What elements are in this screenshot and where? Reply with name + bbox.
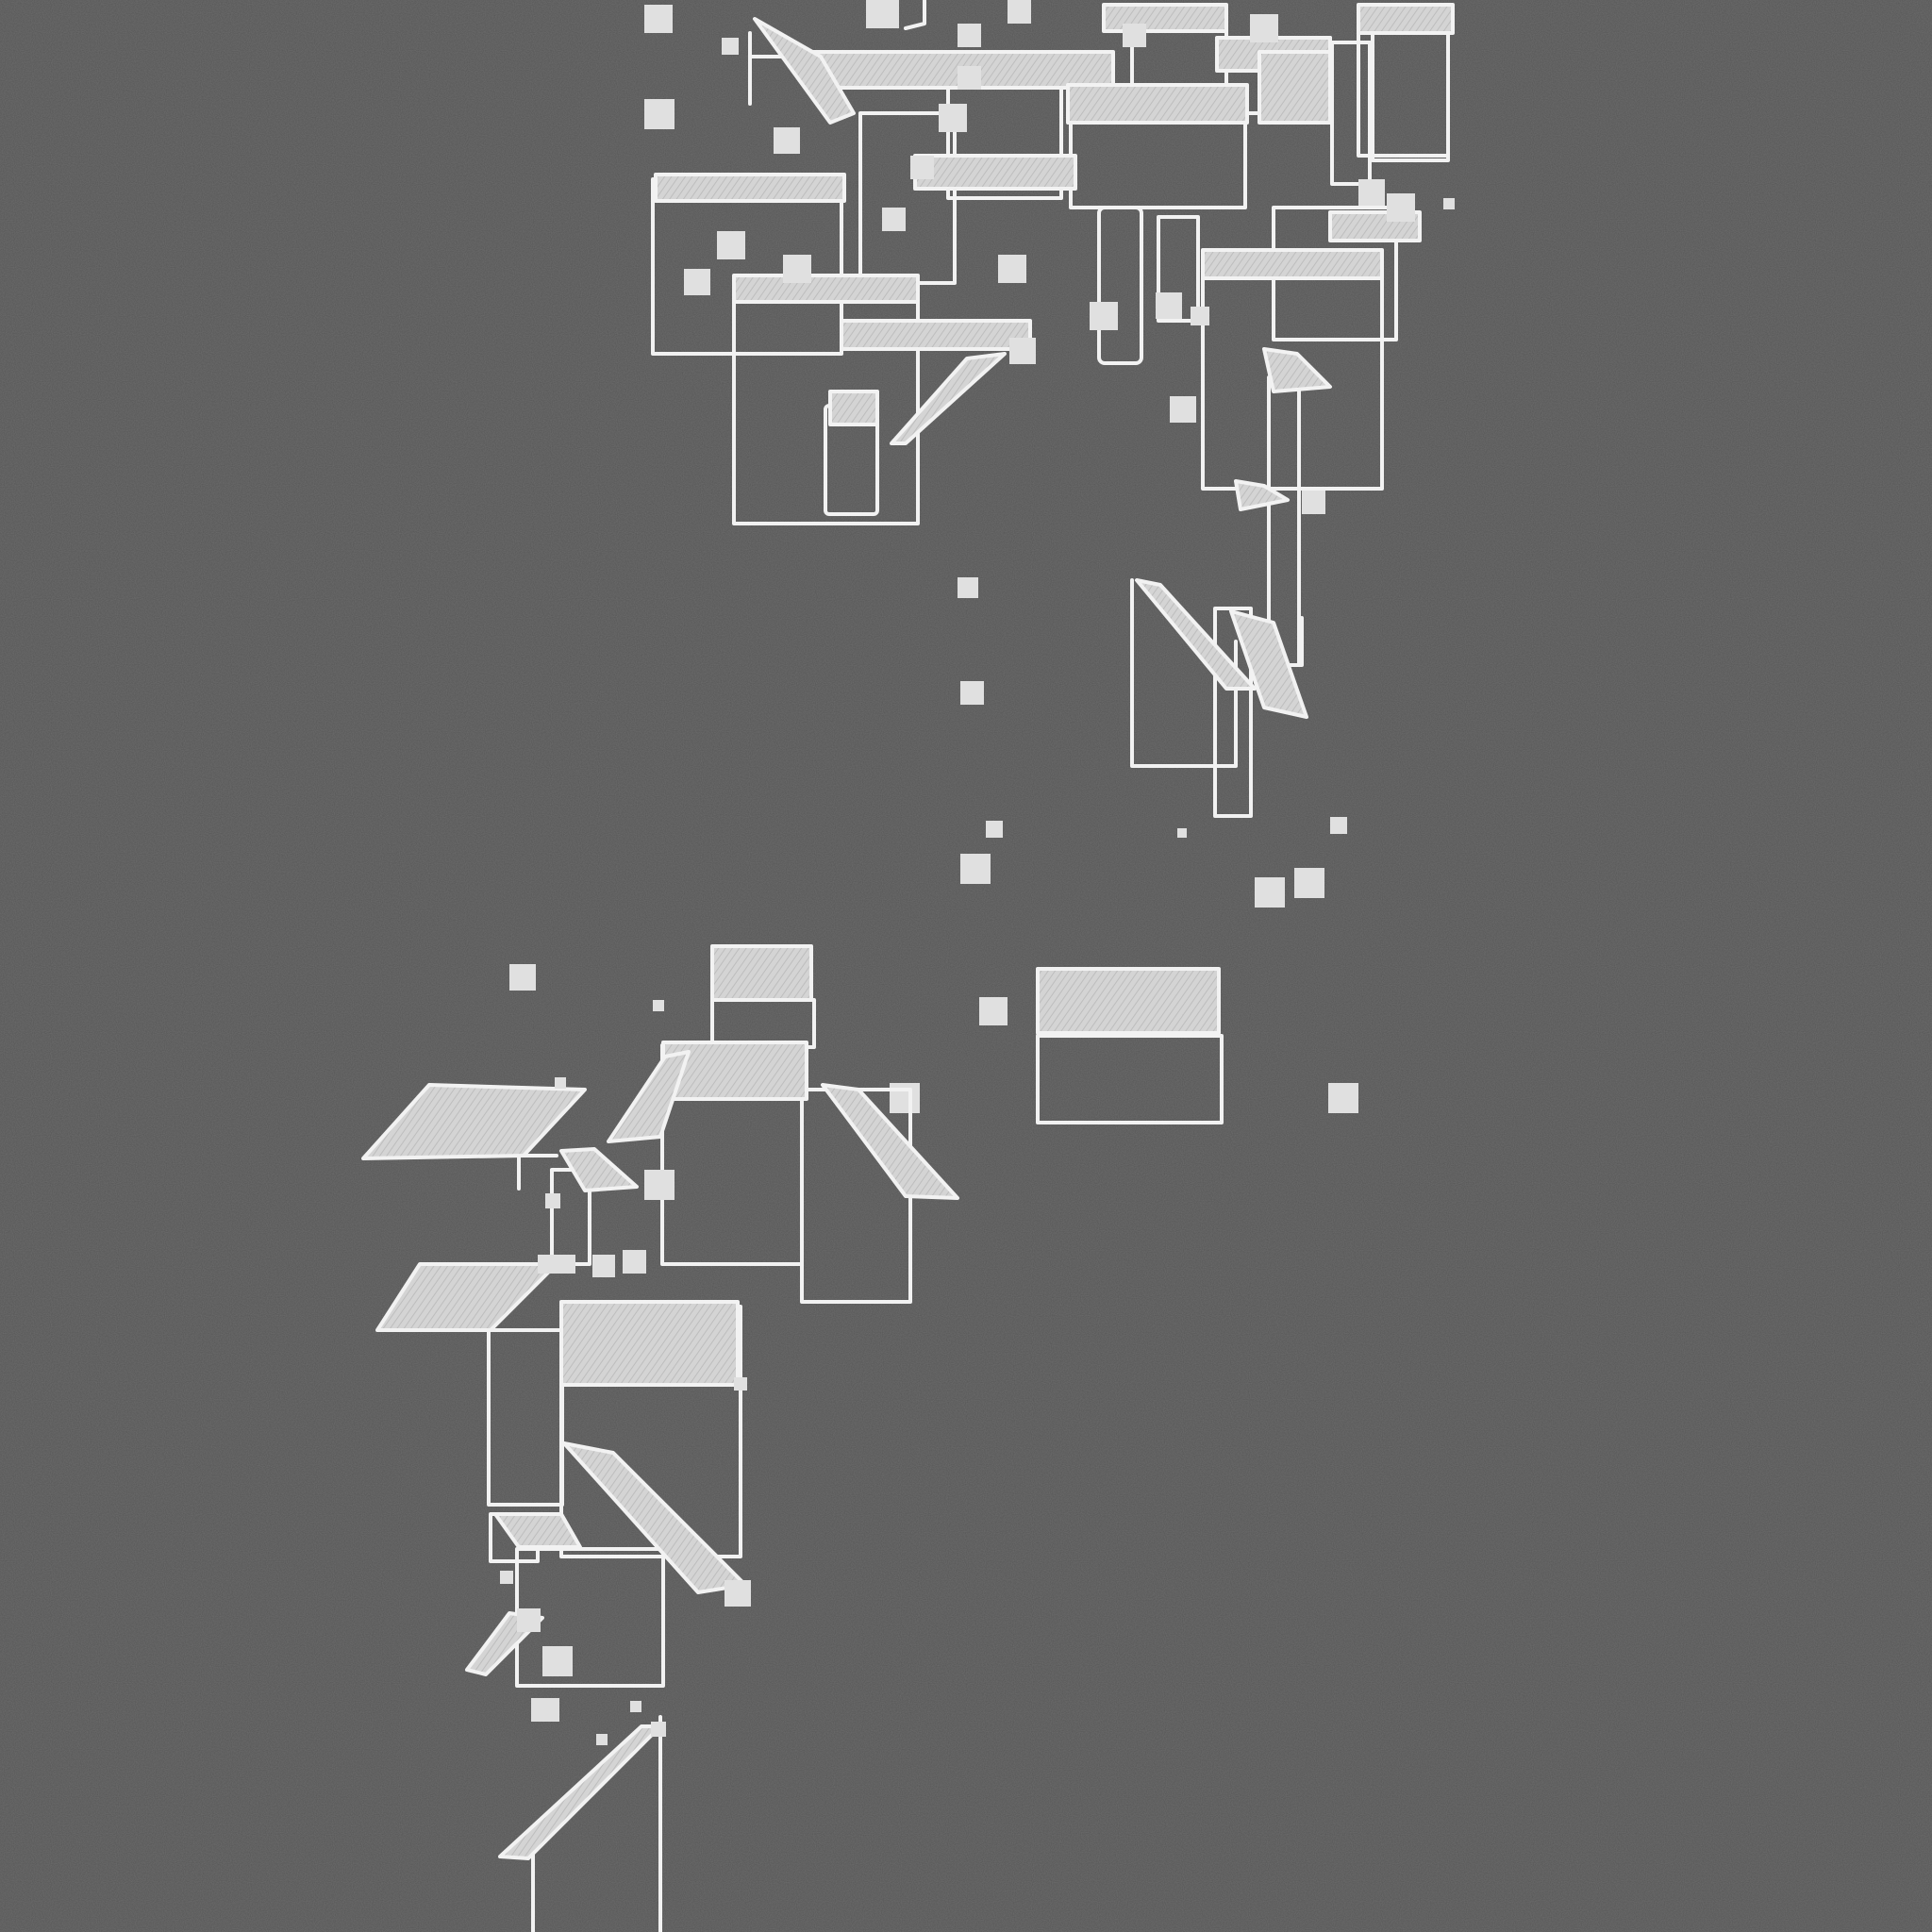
square: [774, 127, 800, 154]
square: [509, 964, 536, 991]
lid-flap: [361, 1083, 587, 1160]
square: [958, 577, 978, 598]
lid-flap: [1135, 578, 1257, 691]
square: [1294, 868, 1324, 898]
square: [1330, 817, 1347, 834]
square: [1090, 302, 1118, 330]
lid-strip: [1102, 3, 1228, 33]
square: [1170, 396, 1196, 423]
box-outline: [1130, 578, 1238, 768]
square: [1358, 179, 1385, 206]
lid-strip: [559, 1300, 740, 1387]
square: [644, 1170, 675, 1200]
square: [1177, 828, 1187, 838]
square: [517, 1608, 541, 1632]
lower-scatter-squares: [500, 964, 751, 1745]
square: [866, 0, 899, 28]
square: [1328, 1083, 1358, 1113]
square: [542, 1646, 573, 1676]
square: [1123, 24, 1146, 47]
lid-strip: [828, 390, 879, 426]
square: [724, 1580, 751, 1607]
square: [531, 1698, 559, 1722]
square: [1191, 307, 1209, 325]
square: [958, 66, 981, 90]
box: [1097, 206, 1143, 365]
square: [630, 1701, 641, 1712]
lid-strip: [732, 274, 920, 304]
square: [596, 1734, 608, 1745]
lid-strip: [1066, 83, 1249, 125]
square: [545, 1193, 560, 1208]
square: [1443, 198, 1455, 209]
square: [653, 1000, 664, 1011]
square: [939, 104, 967, 132]
square: [500, 1571, 513, 1584]
square: [555, 1077, 566, 1089]
lid-flap: [493, 1512, 582, 1549]
square: [986, 821, 1003, 838]
lid-strip: [710, 944, 813, 1002]
lid-strip: [840, 319, 1032, 351]
box-outline: [1371, 8, 1450, 162]
square: [734, 1377, 747, 1391]
square: [684, 269, 710, 295]
lid-flap: [1262, 347, 1332, 393]
lid-flap: [607, 1050, 691, 1143]
lid-strip: [913, 154, 1077, 191]
lid-strip: [654, 173, 846, 203]
lid-strip: [1036, 967, 1221, 1035]
box: [1157, 215, 1200, 323]
lid-flap: [1234, 479, 1290, 511]
lid-flap: [559, 1147, 639, 1192]
square: [557, 1255, 575, 1274]
square: [623, 1250, 646, 1274]
lid-flap: [753, 17, 856, 125]
middle-box: [890, 967, 1358, 1124]
box: [1036, 1034, 1224, 1124]
lid-strip: [1201, 248, 1384, 280]
square: [958, 24, 981, 47]
square: [910, 156, 934, 179]
box: [1213, 607, 1253, 818]
lid-flap: [375, 1262, 558, 1332]
square: [1387, 193, 1415, 222]
lid-strip: [1257, 50, 1332, 125]
square: [1156, 292, 1182, 319]
box-outline: [904, 0, 926, 30]
square: [644, 99, 675, 129]
square: [1250, 14, 1278, 42]
square: [644, 5, 673, 33]
upper-scatter-squares: [644, 0, 1455, 908]
lower-lid-flaps: [361, 944, 959, 1860]
square: [592, 1255, 615, 1277]
square: [998, 255, 1026, 283]
square: [1255, 877, 1285, 908]
lid-flap: [890, 352, 1007, 445]
lid-strip: [1357, 3, 1455, 35]
square: [882, 208, 906, 231]
square: [1302, 491, 1325, 514]
square: [960, 854, 991, 884]
square: [979, 997, 1008, 1025]
square: [717, 231, 745, 259]
square: [722, 38, 739, 55]
lid-flap: [1229, 609, 1308, 719]
square: [1009, 338, 1036, 364]
square: [538, 1255, 557, 1274]
square: [1008, 0, 1031, 24]
upper-lid-strips: [654, 3, 1455, 719]
square: [651, 1722, 666, 1737]
square: [783, 255, 811, 283]
square: [890, 1083, 920, 1113]
lid-flap: [821, 1083, 959, 1200]
square: [960, 681, 984, 705]
box: [487, 1328, 564, 1507]
